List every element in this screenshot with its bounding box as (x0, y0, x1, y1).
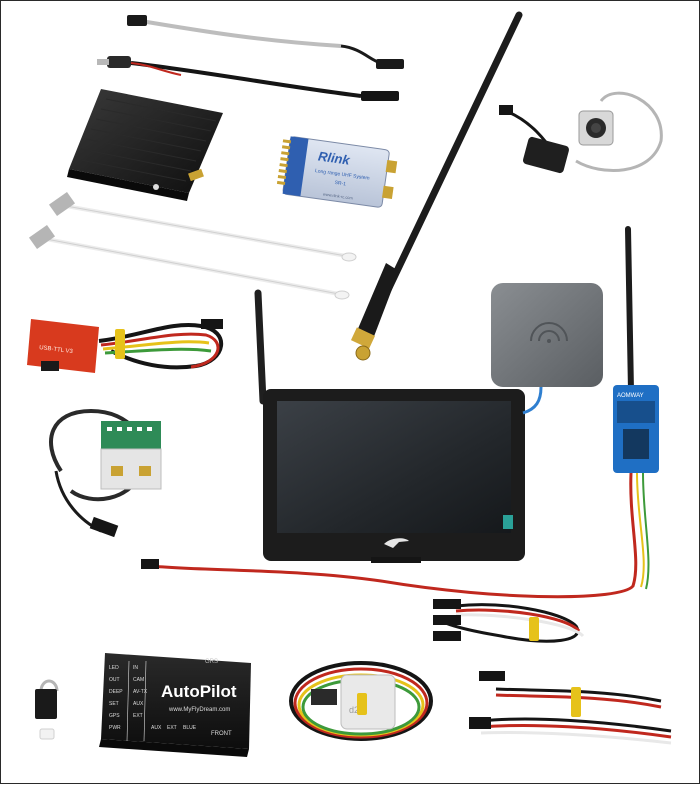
autopilot-url-label: www.MyFlyDream.com (168, 707, 230, 713)
fpv-camera (499, 91, 663, 174)
autopilot-port-label: LED (109, 665, 119, 671)
audio-video-cable (127, 15, 404, 69)
autopilot-title-label: AutoPilot (161, 682, 237, 701)
rlink-url-label: www.rlink-rc.com (323, 191, 354, 200)
servo-lead-cable (97, 56, 399, 101)
autopilot-port-label: IN (133, 665, 138, 671)
autopilot-port-label: DEEP (109, 689, 123, 695)
patch-antenna (491, 283, 603, 415)
autopilot-top-label: GRS (205, 659, 218, 665)
servo-y-cable (433, 599, 585, 643)
usb-board-label: USB-TTL V3 (39, 345, 74, 355)
autopilot-port-label: EXT (167, 725, 177, 731)
current-sensor-board (49, 408, 162, 538)
long-rubber-antenna (350, 11, 523, 361)
buzzer-clip (35, 679, 59, 740)
autopilot-port-label: EXT (133, 713, 143, 719)
autopilot-port-label: GPS (109, 713, 120, 719)
video-transmitter-blue: AOMWAY (141, 226, 659, 599)
rlink-module: Rlink Long range UHF System SR-1 www.rli… (276, 136, 398, 208)
usb-ttl-adapter: USB-TTL V3 (27, 319, 99, 373)
video-transmitter (67, 89, 223, 201)
autopilot-port-label: SET (109, 701, 119, 707)
wiring-harness-red (98, 319, 223, 370)
gps-label: d2 (349, 705, 359, 715)
autopilot-board: AutoPilot www.MyFlyDream.com GRS FRONT L… (99, 653, 251, 757)
autopilot-port-label: AV-TX (133, 689, 148, 695)
autopilot-front-label: FRONT (211, 731, 232, 737)
autopilot-port-label: AUX (151, 725, 162, 731)
autopilot-port-label: BLUE (183, 725, 197, 731)
gps-module: d2 (289, 661, 433, 741)
whip-antenna-2 (28, 224, 350, 300)
monitor-logo-icon (384, 538, 409, 548)
rlink-brand-label: Rlink (317, 148, 351, 167)
autopilot-port-label: CAM (133, 677, 144, 683)
autopilot-port-label: OUT (109, 677, 120, 683)
vtx-brand-label: AOMWAY (617, 393, 644, 399)
rlink-model-label: SR-1 (334, 180, 346, 188)
fpv-monitor (254, 289, 525, 563)
autopilot-port-label: AUX (133, 701, 144, 707)
whip-antenna-1 (48, 191, 357, 262)
autopilot-port-label: PWR (109, 725, 121, 731)
servo-cable-bundle (469, 671, 672, 745)
